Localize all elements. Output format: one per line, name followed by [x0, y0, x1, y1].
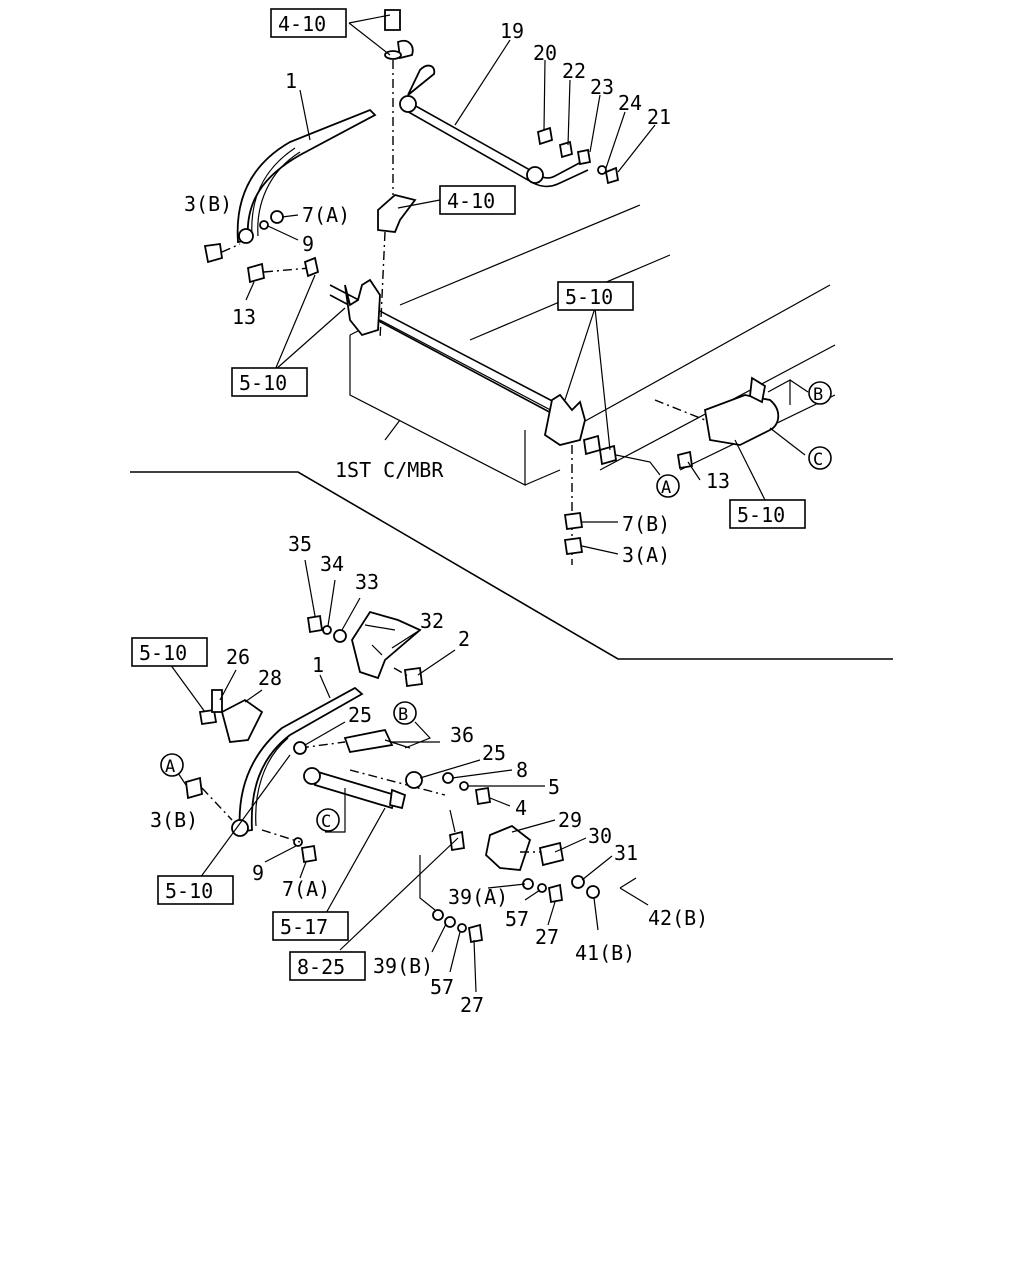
part-number: 1: [285, 69, 297, 93]
reference-box: 5-10: [231, 367, 308, 397]
part-number: 29: [558, 808, 582, 832]
part-number: 33: [355, 570, 379, 594]
circle-marker: B: [808, 381, 832, 405]
reference-label: 5-10: [565, 285, 613, 309]
part-number: 1: [312, 653, 324, 677]
part-number: 39(A): [448, 885, 508, 909]
part-number: 9: [252, 861, 264, 885]
reference-box: 4-10: [439, 185, 516, 215]
marker-letter: B: [398, 705, 408, 725]
reference-label: 5-10: [165, 879, 213, 903]
part-number: 7(A): [282, 877, 330, 901]
reference-box: 8-25: [289, 951, 366, 981]
lower-assembly: [169, 559, 649, 993]
reference-label: 4-10: [447, 189, 495, 213]
part-number: 42(B): [648, 906, 708, 930]
part-number: 8: [516, 758, 528, 782]
marker-letter: A: [165, 757, 175, 777]
reference-label: 5-17: [280, 915, 328, 939]
part-number: 32: [420, 609, 444, 633]
part-number: 25: [348, 703, 372, 727]
reference-box: 5-10: [729, 499, 806, 529]
marker-letter: C: [321, 812, 331, 832]
part-number: 27: [460, 993, 484, 1017]
reference-box: 5-10: [557, 281, 634, 311]
circle-marker: C: [808, 446, 832, 470]
part-number: 39(B): [373, 954, 433, 978]
reference-label: 5-10: [737, 503, 785, 527]
reference-label: 5-10: [239, 371, 287, 395]
part-number: 3(A): [622, 543, 670, 567]
marker-letter: B: [813, 385, 823, 405]
reference-box: 5-10: [131, 637, 208, 667]
part-number: 23: [590, 75, 614, 99]
circle-marker: C: [316, 808, 340, 832]
part-number: 3(B): [150, 808, 198, 832]
part-number: 4: [515, 796, 527, 820]
marker-letter: C: [813, 450, 823, 470]
part-number: 7(A): [302, 203, 350, 227]
part-number: 3(B): [184, 192, 232, 216]
part-number: 27: [535, 925, 559, 949]
part-number: 26: [226, 645, 250, 669]
part-number: 35: [288, 532, 312, 556]
reference-box: 5-10: [157, 875, 234, 905]
part-number: 21: [647, 105, 671, 129]
frame-label: 1ST C/MBR: [335, 458, 444, 482]
part-number: 41(B): [575, 941, 635, 965]
part-number: 25: [482, 741, 506, 765]
part-number: 13: [232, 305, 256, 329]
part-number: 2: [458, 627, 470, 651]
part-number: 13: [706, 469, 730, 493]
reference-box: 5-17: [272, 911, 349, 941]
part-number: 19: [500, 19, 524, 43]
circle-marker: B: [393, 701, 417, 725]
section-divider: [130, 471, 893, 660]
circle-marker: A: [656, 474, 680, 498]
part-number: 30: [588, 824, 612, 848]
part-number: 31: [614, 841, 638, 865]
marker-letter: A: [661, 478, 671, 498]
part-number: 57: [430, 975, 454, 999]
part-number: 24: [618, 91, 642, 115]
circle-marker: A: [160, 753, 184, 777]
part-number: 9: [302, 232, 314, 256]
part-number: 7(B): [622, 512, 670, 536]
reference-label: 5-10: [139, 641, 187, 665]
reference-label: 4-10: [278, 12, 326, 36]
upper-assembly: [203, 9, 836, 565]
part-number: 5: [548, 775, 560, 799]
reference-box: 4-10: [270, 8, 347, 38]
labels: 1ST C/MBR 4-10 4-10 5-10 5-10 5-10 5-10: [131, 8, 832, 1017]
reference-label: 8-25: [297, 955, 345, 979]
part-number: 36: [450, 723, 474, 747]
part-number: 28: [258, 666, 282, 690]
part-number: 57: [505, 907, 529, 931]
part-number: 34: [320, 552, 344, 576]
part-number: 20: [533, 41, 557, 65]
part-number: 22: [562, 59, 586, 83]
